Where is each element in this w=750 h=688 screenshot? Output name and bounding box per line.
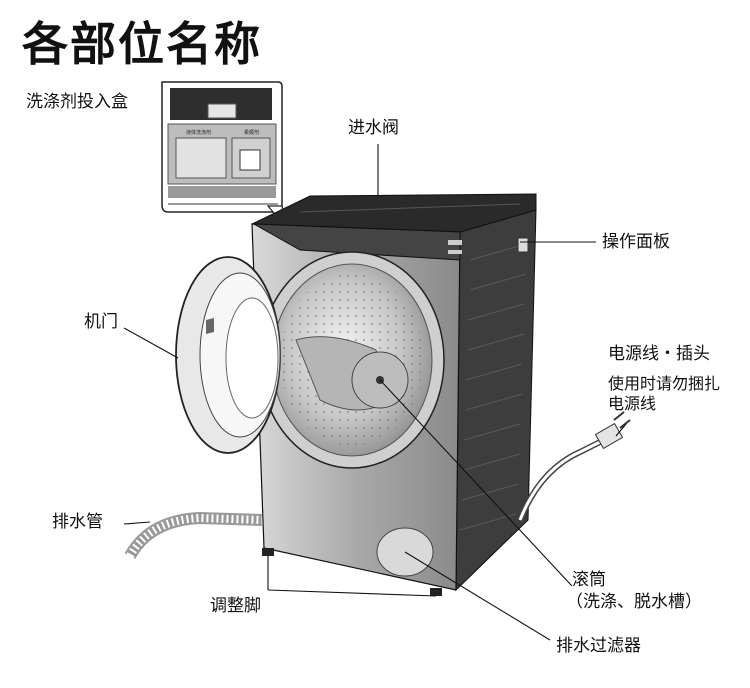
inset-left-slot-text: 液体洗涤剂 (186, 129, 211, 136)
drain-filter-label: 排水过滤器 (556, 636, 641, 656)
control-panel-label: 操作面板 (602, 232, 670, 252)
machine-body (251, 193, 537, 596)
drain-hose (124, 511, 263, 560)
inset-right-slot-text: 柔顺剂 (244, 129, 259, 136)
drain-hose-label: 排水管 (52, 512, 103, 532)
machine-door (175, 256, 281, 454)
drum-label-line2: （洗涤、脱水槽） (566, 592, 702, 612)
power-cord (517, 411, 631, 522)
door-label: 机门 (84, 312, 118, 332)
adjustable-feet-label: 调整脚 (210, 596, 261, 616)
drum-label-line1: 滚筒 (572, 570, 606, 590)
power-cord-title-label: 电源线・插头 (608, 344, 710, 364)
power-cord-note-line2: 电源线 (608, 394, 657, 413)
power-cord-note-line1: 使用时请勿捆扎 (608, 374, 721, 393)
leader-lines (123, 144, 627, 641)
detergent-box-inset: 液体洗涤剂 柔顺剂 (161, 81, 291, 233)
inlet-valve-label: 进水阀 (348, 118, 399, 138)
page-title: 各部位名称 (22, 17, 262, 71)
detergent-box-label: 洗涤剂投入盒 (26, 92, 128, 112)
